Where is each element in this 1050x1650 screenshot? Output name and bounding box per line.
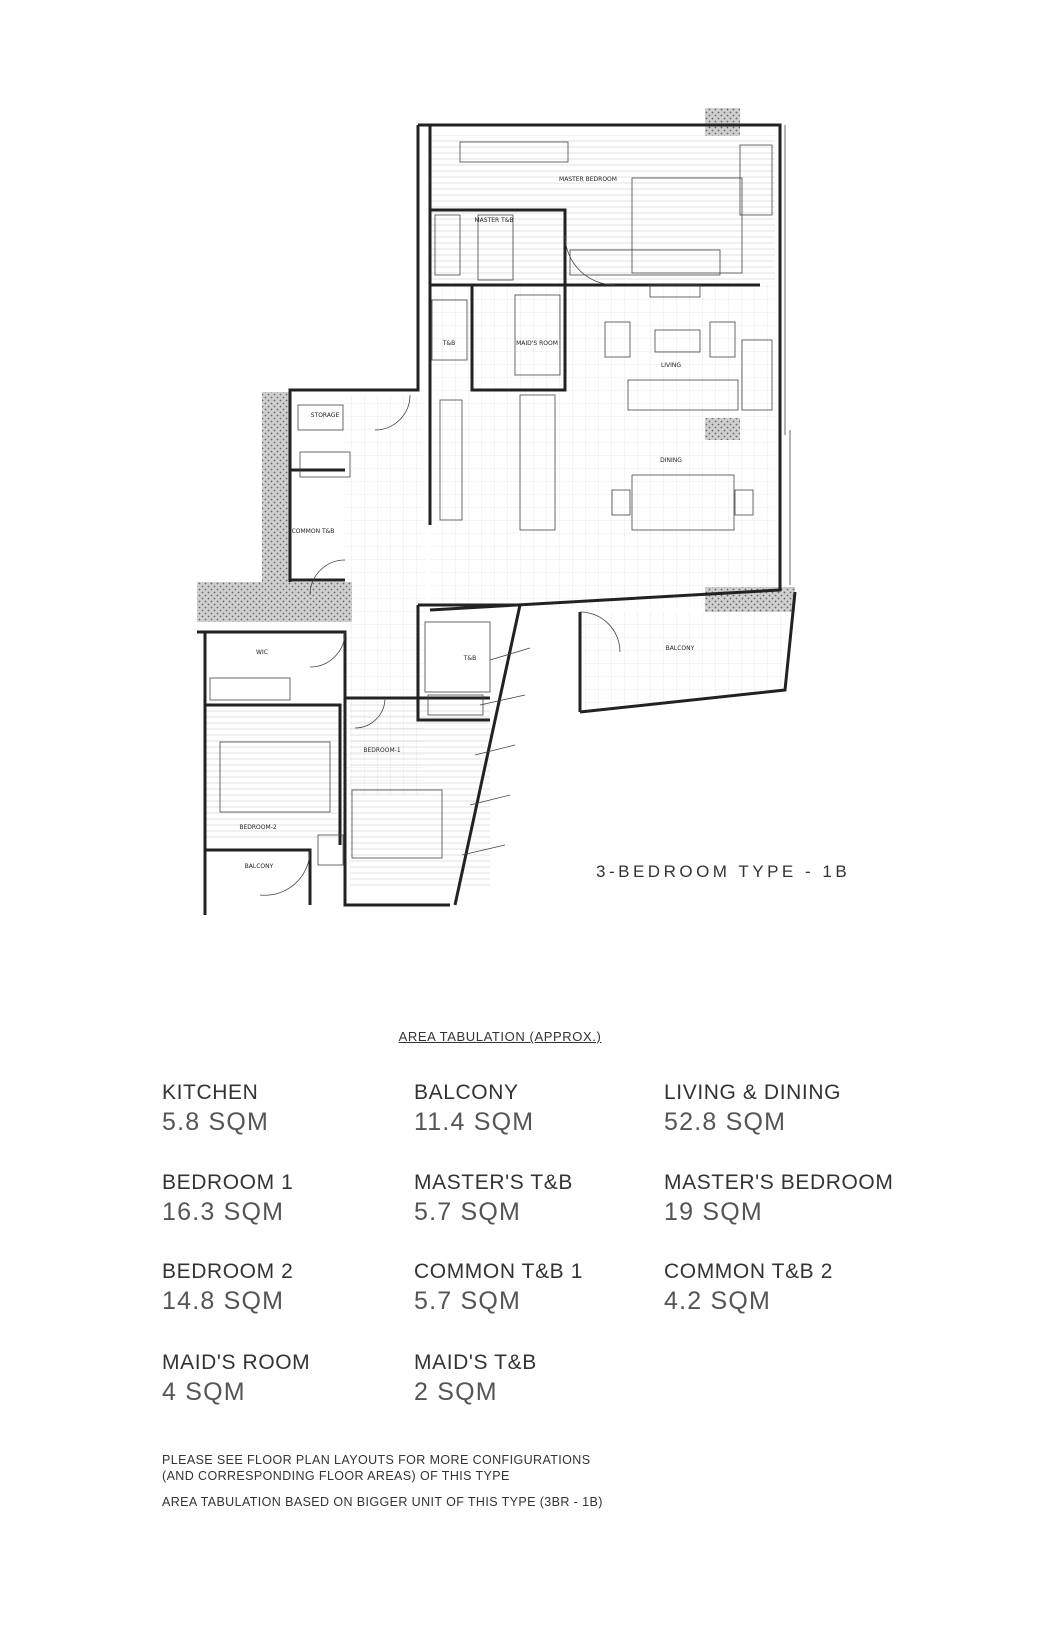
area-label: MASTER'S T&B xyxy=(414,1171,574,1194)
area-maids-room: MAID'S ROOM 4 SQM xyxy=(162,1350,310,1408)
room-label-storage: STORAGE xyxy=(311,412,340,419)
floor-plan: MASTER BEDROOM MASTER T&B T&B MAID'S ROO… xyxy=(197,108,797,915)
area-value: 14.8 SQM xyxy=(162,1287,285,1315)
room-label-bedroom-1: BEDROOM-1 xyxy=(363,747,400,754)
interior-details xyxy=(209,125,791,896)
area-label: BEDROOM 2 xyxy=(162,1260,294,1283)
area-living-dining: LIVING & DINING 52.8 SQM xyxy=(664,1080,841,1138)
area-value: 5.7 SQM xyxy=(414,1198,522,1226)
area-common-tb-1: COMMON T&B 1 5.7 SQM xyxy=(414,1259,583,1317)
area-label: BEDROOM 1 xyxy=(162,1171,294,1194)
footnotes: PLEASE SEE FLOOR PLAN LAYOUTS FOR MORE C… xyxy=(162,1452,603,1520)
room-label-wic: WIC xyxy=(256,649,268,656)
room-label-balcony-main: BALCONY xyxy=(666,645,695,652)
floor-tiles xyxy=(205,135,785,890)
area-value: 4 SQM xyxy=(162,1378,246,1406)
room-label-master-bedroom: MASTER BEDROOM xyxy=(559,176,617,183)
room-label-dining: DINING xyxy=(660,457,682,464)
footnote-line: (AND CORRESPONDING FLOOR AREAS) OF THIS … xyxy=(162,1469,510,1483)
footnote-configurations: PLEASE SEE FLOOR PLAN LAYOUTS FOR MORE C… xyxy=(162,1452,603,1484)
area-maids-tb: MAID'S T&B 2 SQM xyxy=(414,1350,537,1408)
area-tabulation-heading: AREA TABULATION (APPROX.) xyxy=(398,1029,602,1044)
room-label-maids-room: MAID'S ROOM xyxy=(516,340,558,347)
area-bedroom-2: BEDROOM 2 14.8 SQM xyxy=(162,1259,293,1317)
area-bedroom-1: BEDROOM 1 16.3 SQM xyxy=(162,1170,293,1228)
area-label: BALCONY xyxy=(414,1081,519,1104)
area-kitchen: KITCHEN 5.8 SQM xyxy=(162,1080,269,1138)
area-label: MAID'S ROOM xyxy=(162,1351,311,1374)
footnote-basis: AREA TABULATION BASED ON BIGGER UNIT OF … xyxy=(162,1495,603,1509)
area-label: MASTER'S BEDROOM xyxy=(664,1171,894,1194)
area-value: 52.8 SQM xyxy=(664,1108,787,1136)
area-label: COMMON T&B 1 xyxy=(414,1260,583,1283)
room-label-bedroom-2: BEDROOM-2 xyxy=(239,824,276,831)
room-label-living: LIVING xyxy=(661,362,681,369)
area-value: 16.3 SQM xyxy=(162,1198,285,1226)
area-balcony: BALCONY 11.4 SQM xyxy=(414,1080,534,1138)
area-value: 19 SQM xyxy=(664,1198,763,1226)
footnote-line: PLEASE SEE FLOOR PLAN LAYOUTS FOR MORE C… xyxy=(162,1453,591,1467)
area-masters-bedroom: MASTER'S BEDROOM 19 SQM xyxy=(664,1170,893,1228)
area-value: 4.2 SQM xyxy=(664,1287,772,1315)
area-value: 5.7 SQM xyxy=(414,1287,522,1315)
unit-type-title: 3-BEDROOM TYPE - 1B xyxy=(596,862,851,881)
area-label: MAID'S T&B xyxy=(414,1351,537,1374)
area-value: 2 SQM xyxy=(414,1378,498,1406)
room-label-common-tb: COMMON T&B xyxy=(292,528,335,535)
area-value: 11.4 SQM xyxy=(414,1108,535,1136)
room-label-balcony-small: BALCONY xyxy=(245,863,274,870)
area-label: LIVING & DINING xyxy=(664,1081,842,1104)
walls xyxy=(197,123,797,915)
room-label-tb-2: T&B xyxy=(463,655,476,662)
room-label-tb: T&B xyxy=(442,340,455,347)
room-label-master-tb: MASTER T&B xyxy=(474,217,513,224)
area-masters-tb: MASTER'S T&B 5.7 SQM xyxy=(414,1170,573,1228)
room-labels: MASTER BEDROOM MASTER T&B T&B MAID'S ROO… xyxy=(239,176,694,870)
area-label: COMMON T&B 2 xyxy=(664,1260,833,1283)
area-value: 5.8 SQM xyxy=(162,1108,270,1136)
area-label: KITCHEN xyxy=(162,1081,259,1104)
area-common-tb-2: COMMON T&B 2 4.2 SQM xyxy=(664,1259,833,1317)
